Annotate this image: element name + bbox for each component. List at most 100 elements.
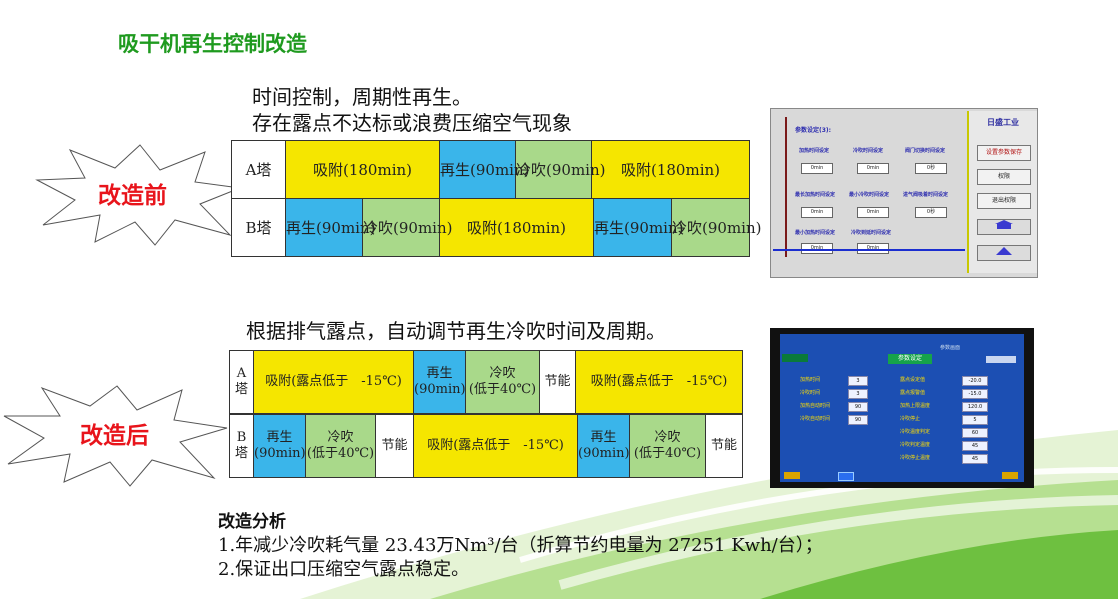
before-badge: 改造前	[98, 183, 167, 209]
after-row-b: B 塔 再生 (90min) 冷吹 (低于40℃) 节能 吸附(露点低于 -15…	[229, 414, 743, 478]
up-arrow-button[interactable]	[977, 245, 1031, 261]
page-title: 吸干机再生控制改造	[118, 32, 307, 56]
param-label: 加热上限温度	[900, 403, 931, 409]
panel1-header: 参数设定(3):	[795, 127, 832, 134]
before-line-2: 存在露点不达标或浪费压缩空气现象	[252, 111, 572, 135]
panel1-sidebar: 日盛工业 设置参数保存 权限 退出权限	[967, 111, 1037, 273]
cell-regen: 再生(90min)	[439, 140, 529, 199]
cell-regen: 再生 (90min)	[577, 414, 630, 478]
cell-regen: 再生 (90min)	[413, 350, 466, 414]
home-icon	[995, 220, 1013, 229]
permission-button[interactable]: 权限	[977, 169, 1031, 185]
before-description: 时间控制，周期性再生。 存在露点不达标或浪费压缩空气现象	[252, 84, 572, 136]
analysis-heading: 改造分析	[218, 512, 286, 531]
cell-regen: 再生(90min)	[285, 198, 375, 257]
param-label: 冷吹停止温度	[900, 455, 931, 461]
row-label: B 塔	[229, 414, 254, 478]
param-value[interactable]: 5	[962, 415, 988, 425]
row-label: B塔	[231, 198, 286, 257]
field-value[interactable]: 0min	[801, 163, 833, 174]
cell-regen: 再生(90min)	[593, 198, 683, 257]
starburst-before-icon	[35, 144, 242, 246]
param-label: 加热时间	[800, 377, 821, 383]
cell-regen: 再生 (90min)	[253, 414, 306, 478]
panel2-right-button[interactable]	[1002, 472, 1018, 479]
cell-cool: 冷吹 (低于40℃)	[465, 350, 540, 414]
exit-permission-button[interactable]: 退出权限	[977, 193, 1031, 209]
row-label: A 塔	[229, 350, 254, 414]
param-value[interactable]: 3	[848, 389, 868, 399]
analysis-line-1: 1.年减少冷吹耗气量 23.43万Nm³/台（折算节约电量为 27251 Kwh…	[218, 535, 823, 556]
param-value[interactable]: 45	[962, 441, 988, 451]
cell-cool: 冷吹 (低于40℃)	[305, 414, 376, 478]
param-label: 冷吹停止	[900, 416, 921, 422]
before-line-1: 时间控制，周期性再生。	[252, 85, 472, 109]
param-label: 冷吹判定温度	[900, 442, 931, 448]
param-label: 冷吹温度判定	[900, 429, 931, 435]
param-label: 露点设定值	[900, 377, 926, 383]
cell-cool: 冷吹 (低于40℃)	[629, 414, 706, 478]
analysis-line-2: 2.保证出口压缩空气露点稳定。	[218, 559, 470, 580]
row-label: A塔	[231, 140, 286, 199]
cell-adsorb: 吸附(180min)	[285, 140, 440, 199]
field-label: 进气阀吸着时间设定	[903, 192, 949, 198]
cell-cool: 冷吹(90min)	[671, 198, 761, 257]
field-value[interactable]: 0秒	[915, 163, 947, 174]
cell-adsorb: 吸附(180min)	[439, 198, 594, 257]
cell-adsorb: 吸附(180min)	[591, 140, 750, 199]
panel2-button[interactable]	[986, 356, 1016, 363]
after-schedule-table-a: A 塔 吸附(露点低于 -15℃) 再生 (90min) 冷吹 (低于40℃) …	[229, 350, 743, 414]
cell-save: 节能	[539, 350, 576, 414]
field-label: 最长加热时间设定	[795, 192, 836, 198]
cell-cool: 冷吹(90min)	[362, 198, 452, 257]
field-label: 加热时间设定	[799, 148, 830, 154]
cell-save: 节能	[375, 414, 414, 478]
before-row-b: B塔 再生(90min) 冷吹(90min) 吸附(180min) 再生(90m…	[231, 198, 761, 257]
parameter-area: 参数设定(3): 加热时间设定 0min 冷吹时间设定 0min 阀门切换时间设…	[785, 117, 955, 257]
home-button[interactable]	[977, 219, 1031, 235]
field-value[interactable]: 0min	[857, 163, 889, 174]
after-badge: 改造后	[80, 423, 149, 449]
param-value[interactable]: 90	[848, 402, 868, 412]
field-value[interactable]: 0秒	[915, 207, 947, 218]
up-arrow-icon	[996, 247, 1012, 255]
param-value[interactable]: 90	[848, 415, 868, 425]
panel2-indicator	[782, 354, 808, 362]
param-value[interactable]: -20.0	[962, 376, 988, 386]
controller-panel-2: 参数设定 参数画面 加热时间 3 露点设定值 -20.0 冷吹时间 3 露点报警…	[770, 328, 1034, 488]
after-row-a: A 塔 吸附(露点低于 -15℃) 再生 (90min) 冷吹 (低于40℃) …	[229, 350, 743, 414]
field-label: 阀门切换时间设定	[905, 148, 946, 154]
param-value[interactable]: 60	[962, 428, 988, 438]
field-value[interactable]: 0min	[801, 243, 833, 254]
panel2-top-label: 参数画面	[940, 345, 961, 351]
panel1-divider	[773, 249, 965, 251]
param-label: 冷吹时间	[800, 390, 821, 396]
panel2-mid-button[interactable]	[838, 472, 854, 481]
param-value[interactable]: 3	[848, 376, 868, 386]
field-value[interactable]: 0min	[857, 243, 889, 254]
before-schedule-table: A塔 吸附(180min) 再生(90min) 冷吹(90min) 吸附(180…	[231, 140, 750, 199]
cell-adsorb: 吸附(露点低于 -15℃)	[413, 414, 578, 478]
save-params-button[interactable]: 设置参数保存	[977, 145, 1031, 161]
after-schedule-table-b: B 塔 再生 (90min) 冷吹 (低于40℃) 节能 吸附(露点低于 -15…	[229, 414, 743, 478]
cell-adsorb: 吸附(露点低于 -15℃)	[575, 350, 743, 414]
param-label: 冷吹自动时间	[800, 416, 831, 422]
panel2-screen: 参数设定 参数画面 加热时间 3 露点设定值 -20.0 冷吹时间 3 露点报警…	[780, 334, 1024, 482]
after-description: 根据排气露点，自动调节再生冷吹时间及周期。	[246, 319, 666, 343]
panel1-brand: 日盛工业	[987, 118, 1019, 127]
cell-save: 节能	[705, 414, 743, 478]
cell-adsorb: 吸附(露点低于 -15℃)	[253, 350, 414, 414]
analysis-section: 改造分析 1.年减少冷吹耗气量 23.43万Nm³/台（折算节约电量为 2725…	[218, 510, 823, 582]
param-value[interactable]: 45	[962, 454, 988, 464]
cell-cool: 冷吹(90min)	[515, 140, 605, 199]
param-label: 露点报警值	[900, 390, 926, 396]
field-value[interactable]: 0min	[857, 207, 889, 218]
param-label: 加热自动时间	[800, 403, 831, 409]
param-value[interactable]: 120.0	[962, 402, 988, 412]
before-row-a: A塔 吸附(180min) 再生(90min) 冷吹(90min) 吸附(180…	[231, 140, 750, 199]
before-schedule-table-b: B塔 再生(90min) 冷吹(90min) 吸附(180min) 再生(90m…	[231, 198, 761, 257]
panel2-tab[interactable]: 参数设定	[888, 354, 932, 364]
panel2-left-button[interactable]	[784, 472, 800, 479]
field-value[interactable]: 0min	[801, 207, 833, 218]
param-value[interactable]: -15.0	[962, 389, 988, 399]
